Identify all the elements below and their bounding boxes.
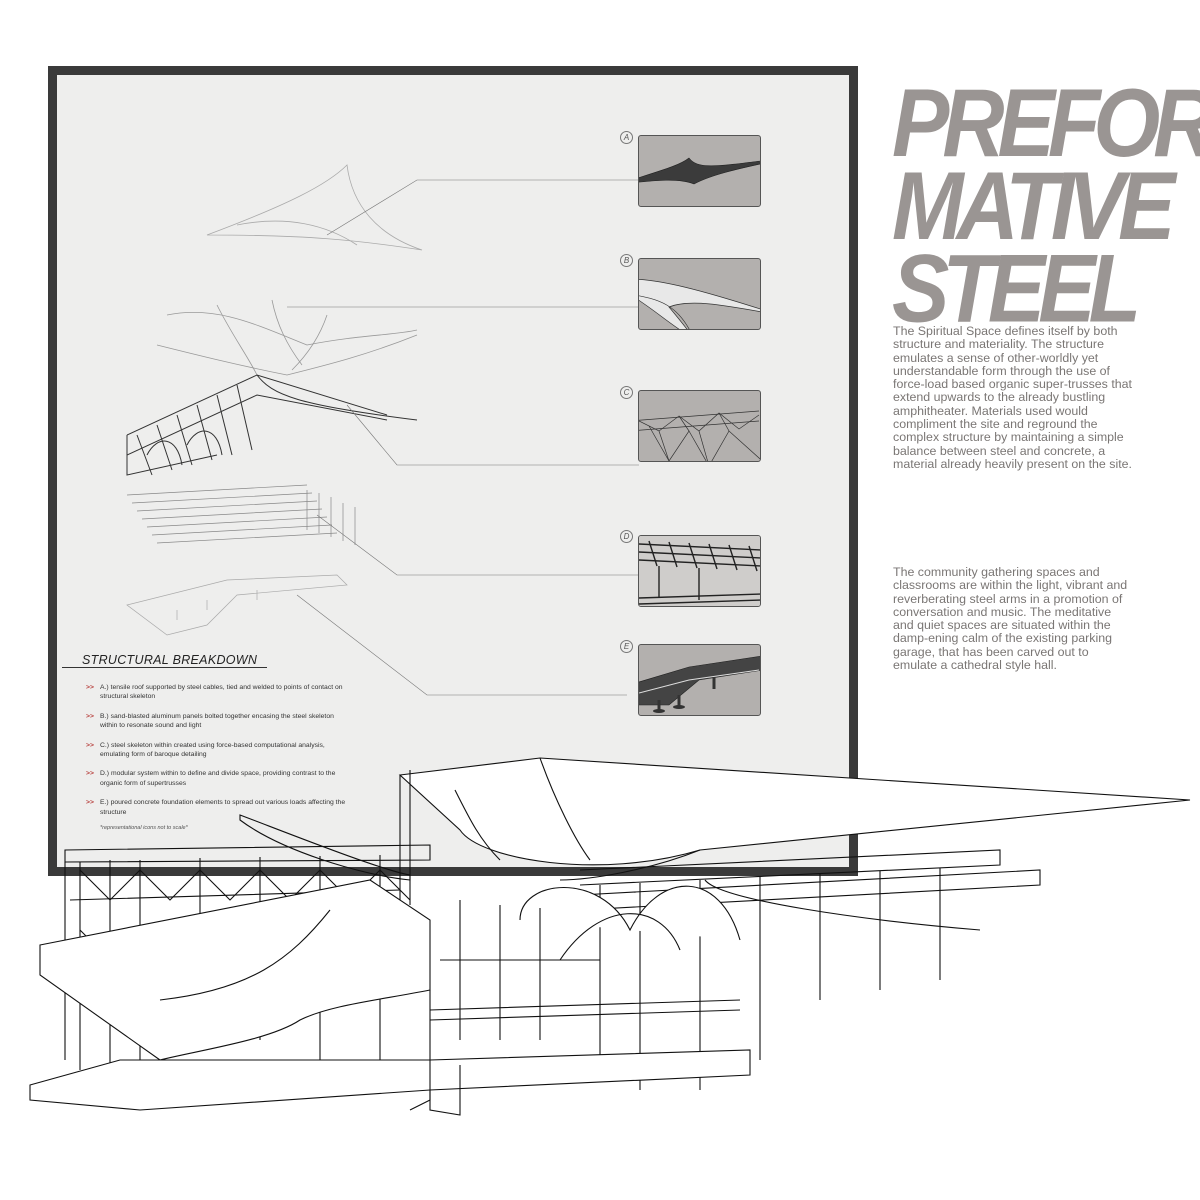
- exploded-layer-a-roof: [206, 164, 423, 251]
- callout-label-b: B: [620, 254, 633, 267]
- list-item: >>B.) sand-blasted aluminum panels bolte…: [86, 712, 334, 730]
- perspective-ground-slab: [29, 1049, 751, 1111]
- callout-label-d: D: [620, 530, 633, 543]
- structural-breakdown-heading: STRUCTURAL BREAKDOWN: [82, 653, 258, 667]
- callout-leader-lines: [287, 179, 639, 696]
- thumbnail-d-modular-system: [638, 535, 761, 607]
- title-line-2: MATIVE: [892, 152, 1176, 261]
- callout-label-e: E: [620, 640, 633, 653]
- thumbnail-e-concrete-foundation: [638, 644, 761, 716]
- title-line-1: PREFOR: [892, 69, 1200, 178]
- bullet-marker: >>: [86, 799, 94, 807]
- list-item: >>D.) modular system within to define an…: [86, 770, 336, 787]
- callout-label-c: C: [620, 386, 633, 399]
- title-line-3: STEEL: [892, 235, 1141, 343]
- perspective-concrete-arm: [39, 879, 431, 1061]
- description-paragraph-2: The community gathering spaces and class…: [893, 565, 1128, 673]
- poster-title: PREFOR MATIVE STEEL: [892, 69, 1200, 343]
- description-paragraph-1: The Spiritual Space defines itself by bo…: [893, 324, 1132, 471]
- bullet-marker: >>: [86, 770, 94, 778]
- structural-breakdown-list: >>A.) tensile roof supported by steel ca…: [86, 683, 346, 827]
- bullet-marker: >>: [86, 712, 94, 720]
- list-item: >>A.) tensile roof supported by steel ca…: [86, 684, 343, 701]
- callout-label-a: A: [620, 131, 633, 144]
- thumbnail-c-steel-skeleton: [638, 390, 761, 462]
- structural-breakdown-rule: [62, 667, 267, 668]
- exploded-axonometric-drawing: [126, 164, 639, 696]
- thumbnail-a-tensile-roof: [638, 135, 761, 207]
- bullet-marker: >>: [86, 741, 94, 749]
- exploded-layer-b-panels: [166, 312, 418, 346]
- exploded-layer-e-foundation: [126, 574, 348, 636]
- exploded-layer-d-modular: [126, 484, 356, 545]
- scale-note: *representational icons not to scale*: [100, 825, 188, 831]
- list-item: >>C.) steel skeleton within created usin…: [86, 741, 325, 759]
- thumbnail-b-aluminum-panels: [638, 258, 761, 330]
- exploded-layer-c-skeleton: [126, 374, 418, 476]
- list-item: >>E.) poured concrete foundation element…: [86, 799, 346, 816]
- bullet-marker: >>: [86, 684, 94, 691]
